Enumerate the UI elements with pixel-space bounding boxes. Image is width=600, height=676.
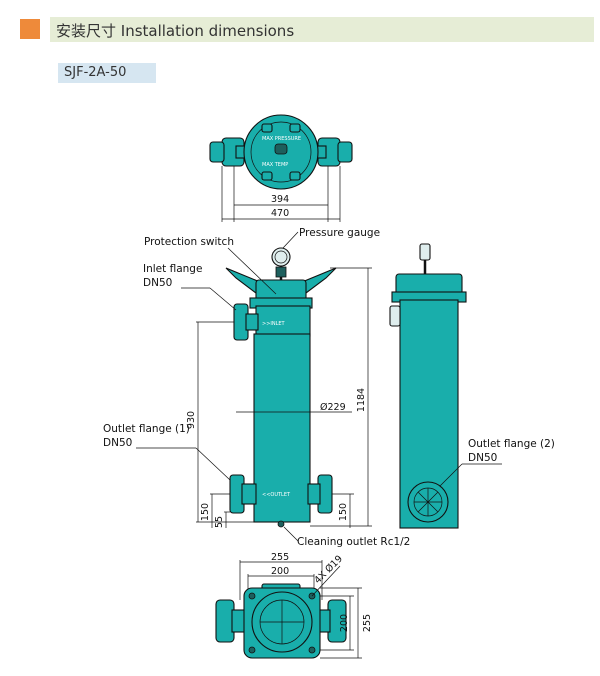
dim-holes: 4X Ø19 xyxy=(312,553,345,586)
label-outlet-2-dn: DN50 xyxy=(468,452,497,464)
dim-top-outer: 470 xyxy=(271,208,289,219)
svg-text:MAX PRESSURE: MAX PRESSURE xyxy=(262,136,301,142)
svg-text:MAX TEMP: MAX TEMP xyxy=(262,162,288,168)
dim-bottom-255-h: 255 xyxy=(362,614,373,632)
label-cleaning-outlet: Cleaning outlet Rc1/2 xyxy=(297,536,410,548)
label-outlet-flange-2: Outlet flange (2) xyxy=(468,438,555,450)
inlet-mark: >>INLET xyxy=(262,321,286,327)
callouts: Protection switch Pressure gauge Inlet f… xyxy=(103,227,555,548)
label-outlet-1-dn: DN50 xyxy=(103,437,132,449)
section-title: 安装尺寸 Installation dimensions xyxy=(56,22,295,40)
model-name: SJF-2A-50 xyxy=(64,65,127,80)
dim-top-inner: 394 xyxy=(271,194,289,205)
header-bar xyxy=(50,17,594,42)
dim-bottom-200-w: 200 xyxy=(271,566,289,577)
label-pressure-gauge: Pressure gauge xyxy=(299,227,380,239)
dim-bottom-200-h: 200 xyxy=(339,614,350,632)
section-header: 安装尺寸 Installation dimensions xyxy=(20,14,594,44)
dim-bottom-255-w: 255 xyxy=(271,552,289,563)
front-view: >>INLET <<OUTLET Ø229 930 150 55 150 xyxy=(186,247,372,528)
label-protection-switch: Protection switch xyxy=(144,236,234,248)
dim-height-1184: 1184 xyxy=(356,388,367,412)
bottom-view: 255 200 4X Ø19 200 255 xyxy=(215,552,373,659)
side-view xyxy=(389,243,467,529)
top-view: MAX PRESSURE MAX TEMP 394 470 xyxy=(209,114,353,222)
label-outlet-flange-1: Outlet flange (1) xyxy=(103,423,190,435)
dim-150-right: 150 xyxy=(338,503,349,521)
model-badge xyxy=(58,63,156,83)
label-inlet-flange: Inlet flange xyxy=(143,263,202,275)
label-inlet-dn: DN50 xyxy=(143,277,172,289)
orange-square-icon xyxy=(20,19,40,39)
dim-height-930: 930 xyxy=(186,411,197,429)
dim-55: 55 xyxy=(214,516,225,528)
outlet-mark: <<OUTLET xyxy=(262,492,291,498)
dim-diameter: Ø229 xyxy=(320,402,346,413)
dim-150-left: 150 xyxy=(200,503,211,521)
